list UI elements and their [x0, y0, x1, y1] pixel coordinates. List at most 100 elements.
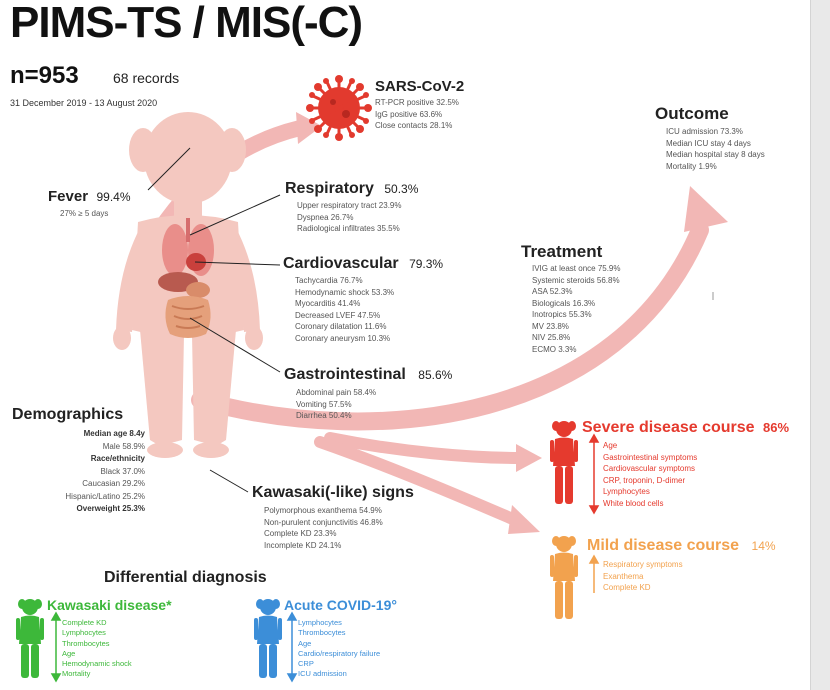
kawasaki-leader	[209, 469, 249, 493]
gastro-pct: 85.6%	[418, 368, 453, 382]
respiratory-item: Upper respiratory tract 23.9%	[297, 201, 402, 210]
demographics-row: Caucasian 29.2%	[82, 479, 145, 488]
treatment-item: NIV 25.8%	[532, 333, 571, 342]
page-title: PIMS-TS / MIS(-C)	[10, 0, 363, 47]
severe-updown-arrow	[588, 433, 600, 515]
fever-block: Fever 99.4%	[48, 188, 131, 206]
mild-flow-arrow	[314, 436, 521, 526]
severe-flow-arrow	[324, 432, 526, 464]
sars-flow-arrowhead	[296, 112, 322, 144]
treatment-item: ECMO 3.3%	[532, 344, 577, 354]
kawasaki-signs-item: Non-purulent conjunctivitis 46.8%	[264, 517, 383, 527]
mild-item: Complete KD	[603, 583, 651, 592]
severe-item: Cardiovascular symptoms	[603, 464, 696, 473]
mild-title: Mild disease course	[587, 537, 740, 554]
organs-icon	[158, 218, 214, 338]
cardiovascular-leader	[194, 261, 281, 266]
severe-list: Age Gastrointestinal symptoms Cardiovasc…	[603, 440, 697, 509]
graphics-layer	[16, 75, 728, 683]
kawasaki-disease-item: Age	[62, 648, 76, 658]
treatment-item: IVIG at least once 75.9%	[532, 264, 621, 273]
date-range: 31 December 2019 - 13 August 2020	[10, 98, 158, 108]
outcome-item: ICU admission 73.3%	[666, 127, 743, 136]
main-flow-arrowhead	[684, 186, 728, 232]
sars-item: Close contacts 28.1%	[375, 121, 453, 130]
acute-covid-item: Lymphocytes	[298, 618, 342, 627]
demographics-row: Overweight 25.3%	[76, 504, 145, 513]
demographics-row: Median age 8.4y	[83, 429, 145, 438]
covid-child-icon	[254, 599, 282, 678]
respiratory-item: Dyspnea 26.7%	[297, 212, 354, 222]
gastro-title: Gastrointestinal	[284, 366, 406, 383]
mild-flow-arrowhead	[508, 505, 540, 534]
demographics-list: Median age 8.4y Male 58.9% Race/ethnicit…	[10, 428, 145, 516]
respiratory-block: Respiratory 50.3%	[285, 180, 418, 198]
severe-item: Lymphocytes	[603, 487, 650, 496]
respiratory-item: Radiological infiltrates 35.5%	[297, 224, 400, 233]
mild-updown-arrow	[588, 554, 600, 593]
outcome-list: ICU admission 73.3% Median ICU stay 4 da…	[666, 126, 765, 172]
kawasaki-disease-list: Complete KD Lymphocytes Thrombocytes Age…	[62, 618, 132, 680]
cardiovascular-item: Decreased LVEF 47.5%	[295, 310, 381, 320]
mild-pct: 14%	[751, 539, 776, 553]
outcome-item: Median hospital stay 8 days	[666, 150, 765, 159]
respiratory-list: Upper respiratory tract 23.9% Dyspnea 26…	[297, 200, 402, 235]
fever-pct: 99.4%	[96, 190, 131, 204]
cardiovascular-item: Myocarditis 41.4%	[295, 299, 361, 308]
acute-covid-title: Acute COVID-19°	[284, 597, 397, 613]
demographics-row: Male 58.9%	[102, 441, 145, 451]
kawasaki-disease-title: Kawasaki disease*	[47, 597, 172, 613]
treatment-list: IVIG at least once 75.9% Systemic steroi…	[532, 263, 621, 355]
treatment-item: ASA 52.3%	[532, 287, 573, 296]
acute-covid-list: Lymphocytes Thrombocytes Age Cardio/resp…	[298, 618, 380, 680]
infographic-card: PIMS-TS / MIS(-C) n=953 68 records 31 De…	[0, 0, 810, 690]
window-edge	[810, 0, 830, 690]
kawasaki-disease-item: Complete KD	[62, 618, 107, 627]
severe-item: White blood cells	[603, 498, 664, 508]
sars-list: RT-PCR positive 32.5% IgG positive 63.6%…	[375, 97, 459, 132]
acute-covid-item: Cardio/respiratory failure	[298, 648, 381, 658]
severe-child-icon	[550, 421, 578, 504]
treatment-item: MV 23.8%	[532, 321, 569, 331]
mild-item: Respiratory symptoms	[603, 560, 683, 569]
cardiovascular-item: Coronary dilatation 11.6%	[295, 322, 387, 331]
cardiovascular-item: Coronary aneurysm 10.3%	[295, 333, 391, 343]
cardiovascular-block: Cardiovascular 79.3%	[283, 255, 443, 273]
mild-block: Mild disease course 14%	[587, 537, 776, 555]
acute-covid-item: ICU admission	[298, 669, 347, 679]
cardiovascular-list: Tachycardia 76.7% Hemodynamic shock 53.3…	[295, 275, 394, 344]
demographics-row: Race/ethnicity	[90, 454, 145, 463]
respiratory-pct: 50.3%	[384, 182, 419, 196]
acute-covid-item: Thrombocytes	[298, 628, 346, 638]
virus-icon	[306, 75, 372, 141]
main-flow-arrow	[191, 221, 709, 431]
acute-covid-item: CRP	[298, 659, 314, 669]
cardiovascular-title: Cardiovascular	[283, 255, 399, 272]
mild-item: Exanthema	[603, 571, 644, 581]
gastro-item: Abdominal pain 58.4%	[296, 388, 377, 397]
n-count: n=953	[10, 62, 79, 89]
treatment-item: Inotropics 55.3%	[532, 310, 592, 319]
mild-list: Respiratory symptoms Exanthema Complete …	[603, 559, 683, 594]
demographics-row: Hispanic/Latino 25.2%	[65, 491, 145, 501]
severe-item: Age	[603, 441, 618, 450]
differential-title: Differential diagnosis	[104, 569, 267, 586]
sars-title: SARS-CoV-2	[375, 78, 465, 95]
severe-pct: 86%	[763, 420, 790, 435]
records-count: 68 records	[113, 70, 180, 86]
gastro-item: Vomiting 57.5%	[296, 399, 352, 409]
outcome-title: Outcome	[655, 104, 729, 123]
outcome-item: Median ICU stay 4 days	[666, 138, 751, 148]
kawasaki-disease-item: Thrombocytes	[62, 638, 110, 648]
kawasaki-disease-item: Lymphocytes	[62, 628, 106, 638]
severe-block: Severe disease course 86%	[582, 419, 789, 437]
severe-item: CRP, troponin, D-dimer	[603, 475, 686, 485]
severe-item: Gastrointestinal symptoms	[603, 452, 698, 462]
treatment-item: Biologicals 16.3%	[532, 298, 596, 308]
child-body-icon	[113, 112, 263, 458]
fever-leader	[147, 147, 191, 191]
gastro-block: Gastrointestinal 85.6%	[284, 366, 452, 384]
cardiovascular-item: Tachycardia 76.7%	[295, 276, 363, 285]
treatment-item: Systemic steroids 56.8%	[532, 275, 620, 285]
fever-title: Fever	[48, 188, 89, 205]
